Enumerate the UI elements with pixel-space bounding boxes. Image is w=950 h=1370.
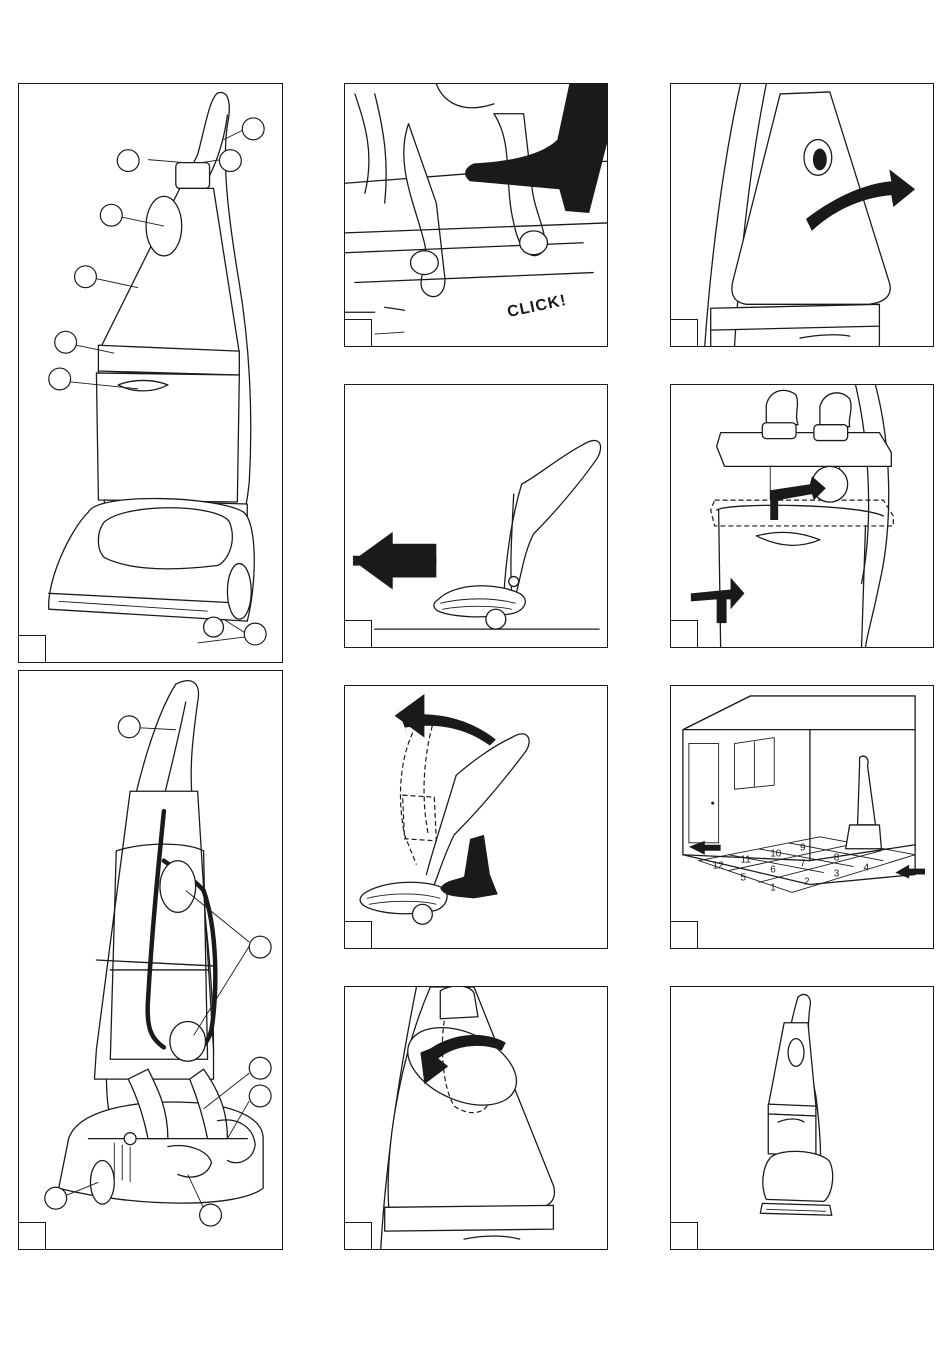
panel-lift-top (670, 384, 934, 648)
callout-circle (117, 150, 139, 172)
grid-number: 1 (770, 882, 776, 893)
step-number-box (345, 1222, 372, 1249)
callout-circle (55, 331, 77, 353)
foot-icon (440, 835, 498, 899)
callout-circle (249, 1085, 271, 1107)
panel-lid-open (670, 83, 934, 347)
callout-circle (75, 266, 97, 288)
room-pattern-illustration: 12 11 10 9 5 6 7 8 1 2 3 4 (671, 686, 933, 948)
step-number-box (345, 319, 372, 346)
step-number-box (19, 1222, 46, 1249)
grid-number: 9 (800, 843, 806, 854)
step-number-box (671, 319, 698, 346)
arrow-up-icon (770, 476, 826, 520)
panel-parked (670, 986, 934, 1250)
step-number-box (671, 921, 698, 948)
lid-open-illustration (671, 84, 933, 346)
grid-number: 2 (804, 876, 810, 887)
grid-number: 6 (770, 865, 776, 876)
grid-number: 4 (864, 863, 870, 874)
step-number-box (671, 1222, 698, 1249)
callout-circle (242, 118, 264, 140)
callout-circle (45, 1187, 67, 1209)
vacuum-back-illustration (19, 671, 282, 1249)
panel-tilt-handle (344, 685, 608, 949)
tilt-handle-illustration (345, 686, 607, 948)
grid-number: 3 (834, 869, 840, 880)
callout-circle (200, 1204, 222, 1226)
grid-number: 7 (800, 859, 806, 870)
panel-room-pattern: 12 11 10 9 5 6 7 8 1 2 3 4 (670, 685, 934, 949)
panel-push-forward (344, 384, 608, 648)
panel-foot-release: CLICK! (344, 83, 608, 347)
callout-circle (100, 204, 122, 226)
callout-circle (219, 150, 241, 172)
step-number-box (19, 635, 46, 662)
callout-circle (244, 623, 266, 645)
callout-circle (249, 1057, 271, 1079)
grid-number: 11 (740, 855, 751, 866)
panel-overview-back (18, 670, 283, 1250)
panel-overview-front (18, 83, 283, 663)
panel-rotate-knob (344, 986, 608, 1250)
callout-circle (118, 716, 140, 738)
grid-number: 5 (740, 873, 746, 884)
step-number-box (345, 921, 372, 948)
callout-circle (49, 368, 71, 390)
grid-number: 12 (713, 861, 725, 872)
rotate-knob-illustration (345, 987, 607, 1249)
foot-icon (465, 84, 607, 213)
grid-number: 10 (770, 849, 782, 860)
push-forward-illustration (345, 385, 607, 647)
step-number-box (671, 620, 698, 647)
lift-top-illustration (671, 385, 933, 647)
grid-number: 8 (834, 853, 840, 864)
step-number-box (345, 620, 372, 647)
vacuum-front-illustration (19, 84, 282, 662)
callout-circle (249, 936, 271, 958)
parked-vacuum-illustration (671, 987, 933, 1249)
